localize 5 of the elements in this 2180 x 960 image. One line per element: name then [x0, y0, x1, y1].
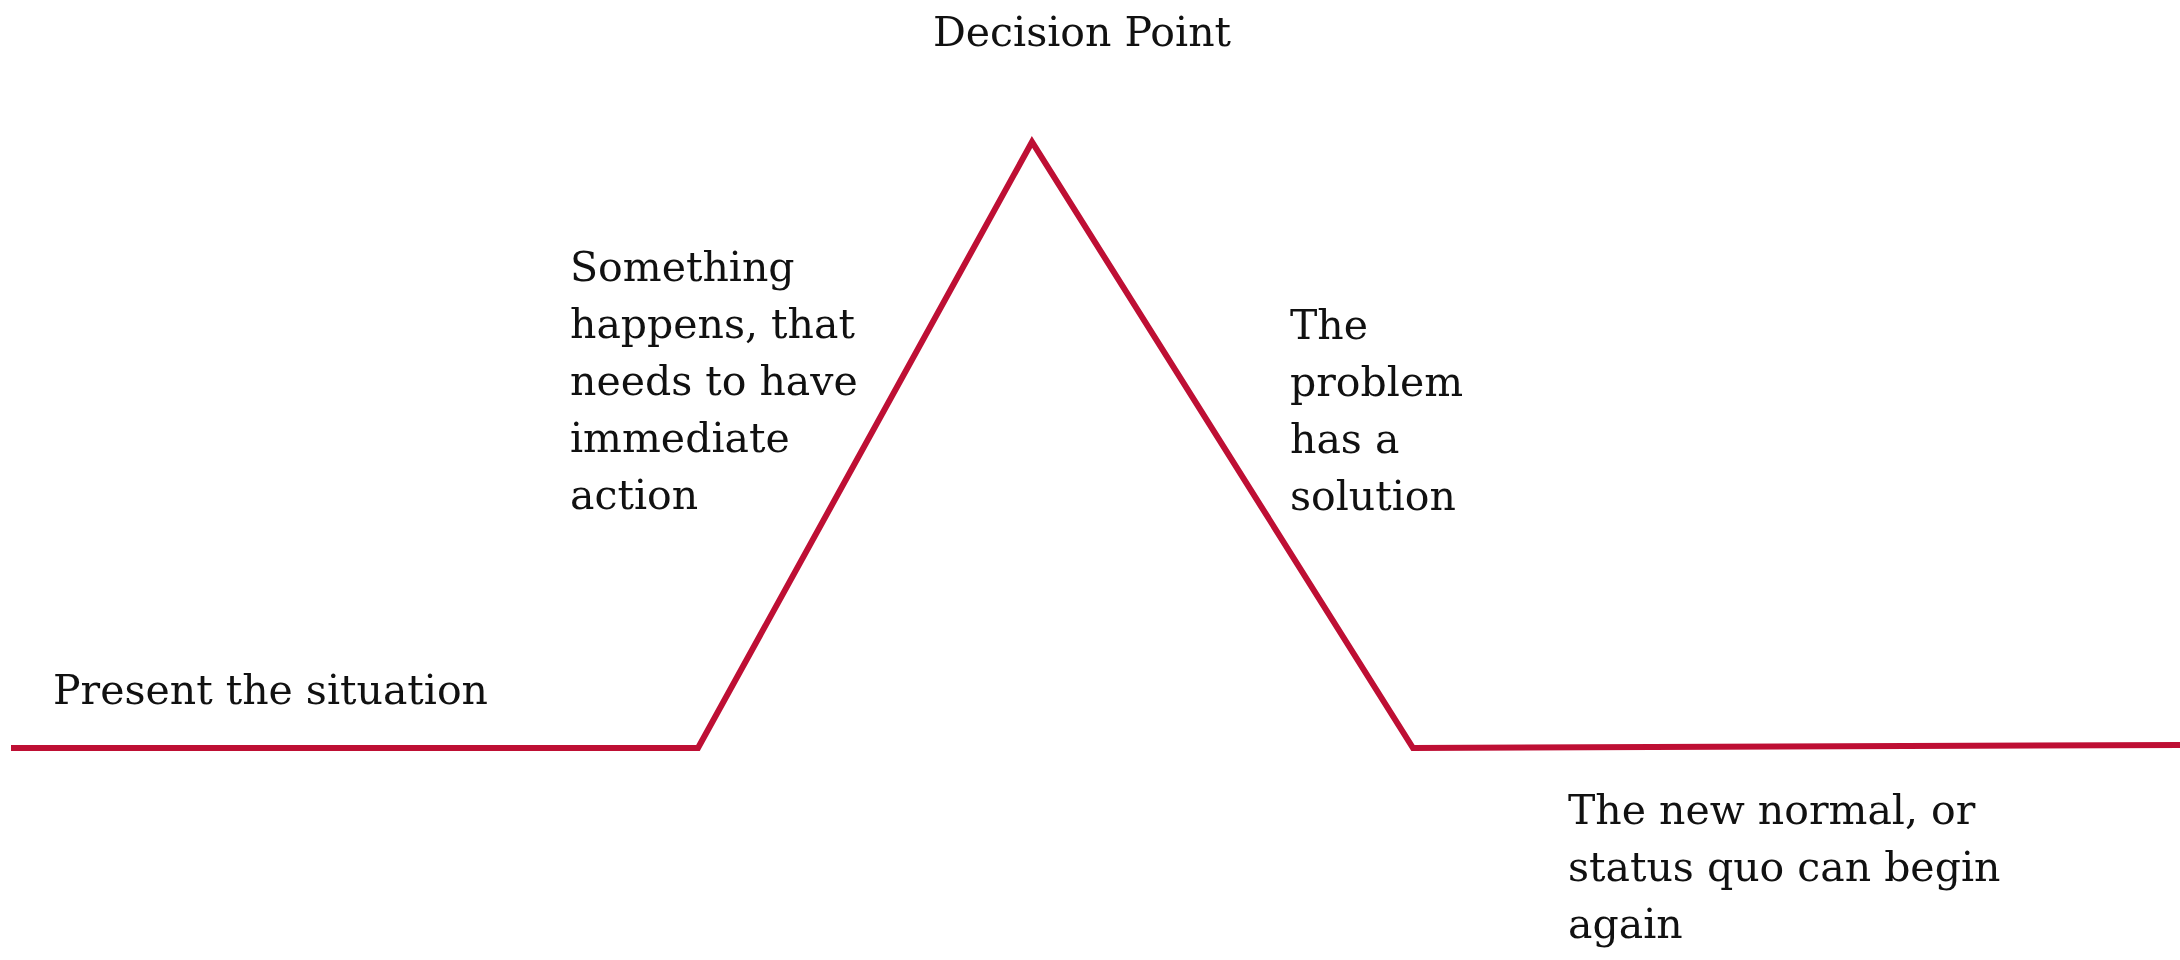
stage-label: The new normal, or status quo can begin again: [1568, 785, 2002, 950]
stage-label: Something happens, that needs to have immediate action: [570, 242, 859, 521]
peak-label: Decision Point: [932, 7, 1232, 58]
stage-label: The problem has a solution: [1290, 300, 1465, 522]
stage-label: Present the situation: [53, 665, 489, 716]
